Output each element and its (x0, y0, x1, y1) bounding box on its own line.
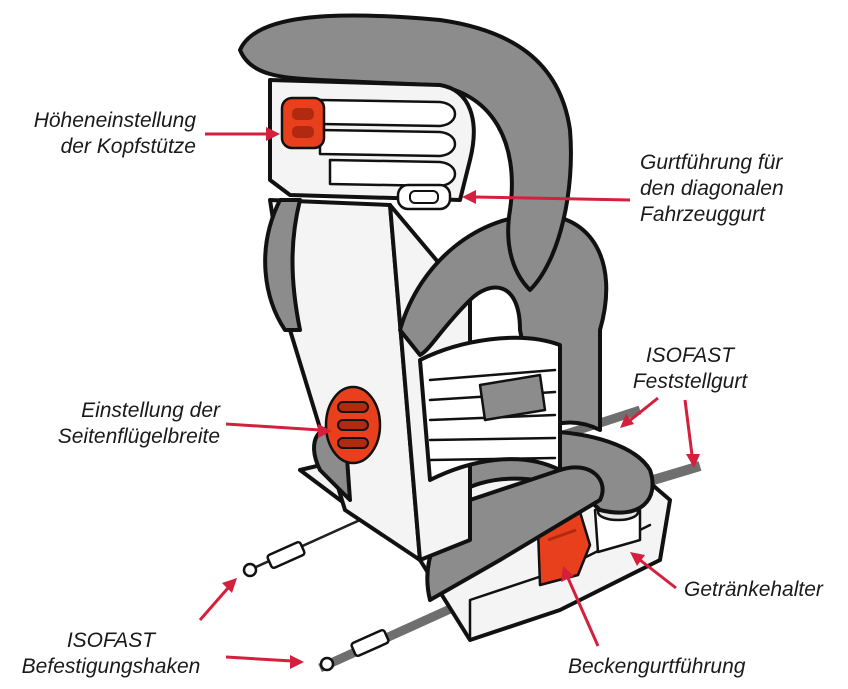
label-headrest-height-line1: Höheneinstellung (8, 108, 196, 134)
label-isofast-strap-line1: ISOFAST (600, 343, 780, 369)
isofast-strap-front (320, 600, 470, 670)
isofast-hook-front (321, 629, 389, 670)
label-lap-belt-guide: Beckengurtführung (568, 654, 778, 680)
isofast-hook-left (244, 541, 305, 576)
label-side-wing-width: Einstellung der Seitenflügelbreite (20, 398, 220, 450)
label-isofast-hooks-line2: Befestigungshaken (2, 654, 220, 680)
arrow-isofast-strap-right (685, 400, 700, 468)
label-lap-belt-guide-line1: Beckengurtführung (568, 654, 778, 680)
label-belt-guide-diagonal-line1: Gurtführung für (640, 150, 840, 176)
isofast-strap-left (244, 520, 360, 576)
label-isofast-hooks-line1: ISOFAST (2, 628, 220, 654)
label-belt-guide-diagonal-line3: Fahrzeuggurt (640, 202, 840, 228)
label-side-wing-width-line1: Einstellung der (20, 398, 220, 424)
label-isofast-hooks: ISOFAST Befestigungshaken (2, 628, 220, 680)
label-belt-guide-diagonal: Gurtführung für den diagonalen Fahrzeugg… (640, 150, 840, 228)
diagonal-belt-guide-part (398, 185, 450, 209)
label-headrest-height: Höheneinstellung der Kopfstütze (8, 108, 196, 160)
label-cup-holder: Getränkehalter (684, 577, 844, 603)
label-cup-holder-line1: Getränkehalter (684, 577, 844, 603)
arrow-isofast-hooks-right (226, 655, 304, 669)
side-wing-adjuster (326, 387, 380, 463)
label-headrest-height-line2: der Kopfstütze (8, 134, 196, 160)
arrow-headrest-height (205, 127, 280, 141)
label-side-wing-width-line2: Seitenflügelbreite (20, 424, 220, 450)
arrow-isofast-hooks-up (200, 578, 237, 620)
label-belt-guide-diagonal-line2: den diagonalen (640, 176, 840, 202)
headrest-height-adjuster (282, 98, 324, 148)
label-isofast-strap-line2: Feststellgurt (600, 369, 780, 395)
label-isofast-strap: ISOFAST Feststellgurt (600, 343, 780, 395)
